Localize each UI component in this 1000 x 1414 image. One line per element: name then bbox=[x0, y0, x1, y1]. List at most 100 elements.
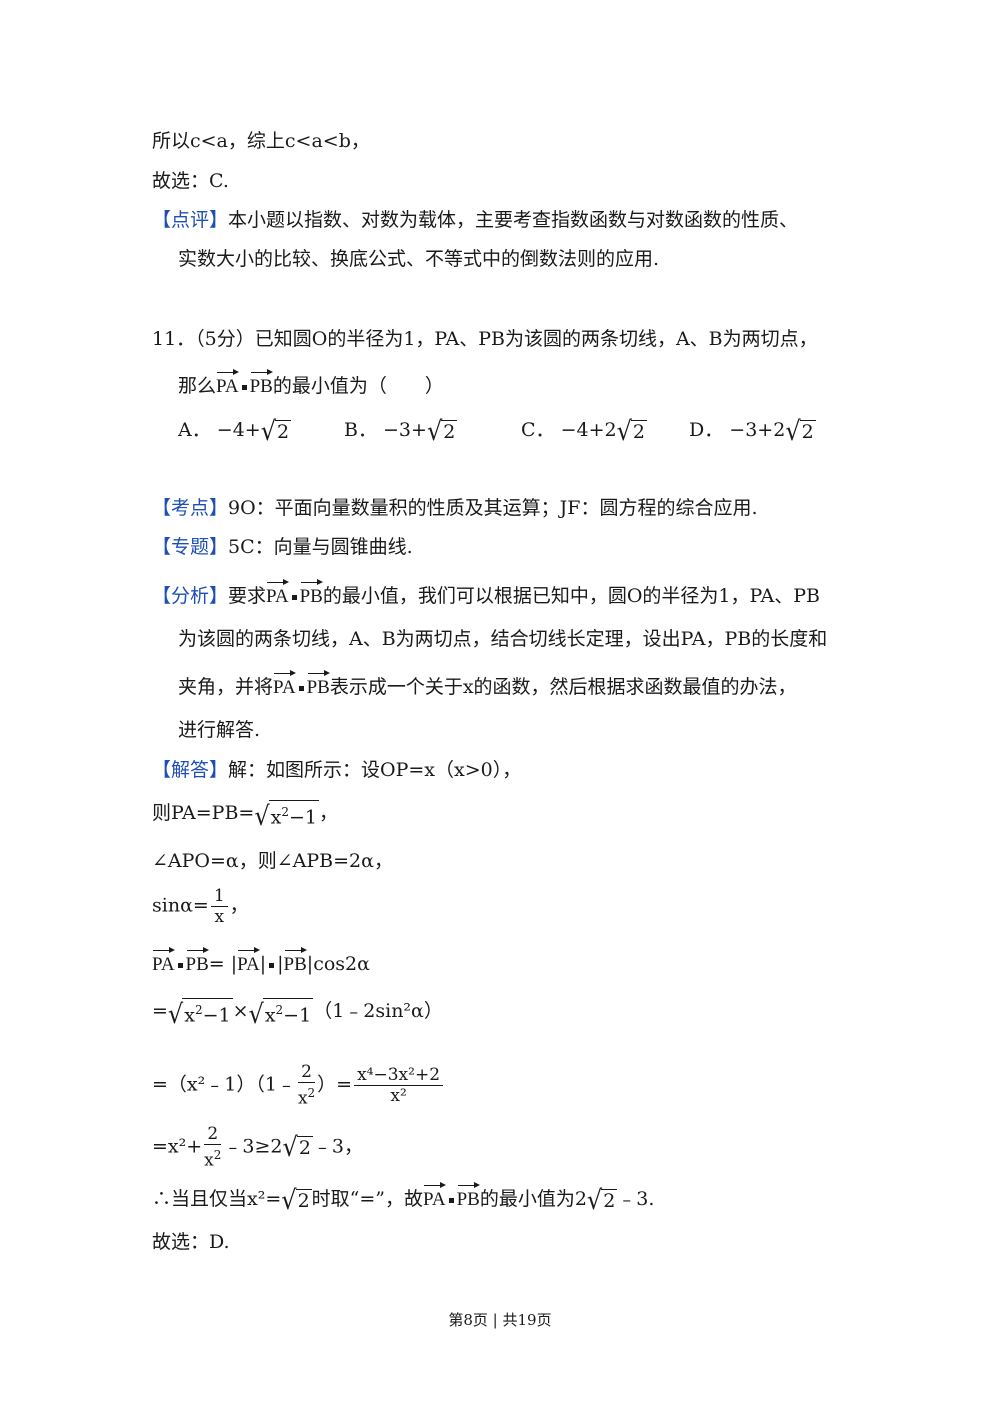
final-answer: 故选：D. bbox=[152, 1231, 230, 1253]
vector-pb: PB bbox=[307, 670, 331, 701]
fenxi-text: 的最小值，我们可以根据已知中，圆O的半径为1，PA、PB bbox=[322, 585, 821, 607]
vector-pa: PA bbox=[216, 369, 239, 400]
radicand: 2 bbox=[601, 1189, 618, 1212]
option-label: D． bbox=[689, 419, 724, 441]
question-head: 11．（5分）已知圆O的半径为1，PA、PB为该圆的两条切线，A、B为两切点， bbox=[152, 328, 818, 350]
vector-pb: PB bbox=[250, 369, 274, 400]
jieda-text: ， bbox=[229, 894, 249, 917]
sqrt-icon: √2 bbox=[785, 415, 816, 447]
numerator: 1 bbox=[210, 886, 228, 907]
sqrt-icon: √2 bbox=[282, 1131, 313, 1163]
option-value: −4+2 bbox=[560, 419, 617, 441]
zhuanti-line: 【专题】5C：向量与圆锥曲线. bbox=[152, 534, 413, 560]
comment-text: 本小题以指数、对数为载体，主要考查指数函数与对数函数的性质、 bbox=[228, 209, 799, 231]
numerator: x⁴−3x²+2 bbox=[354, 1065, 444, 1086]
jieda-text: ， bbox=[319, 802, 339, 825]
comment-tag: 【点评】 bbox=[152, 209, 229, 231]
vector-pb: PB bbox=[300, 579, 324, 610]
stem-text: 那么 bbox=[178, 375, 217, 397]
dot-product-icon bbox=[269, 962, 275, 968]
jieda-text: 解：如图所示：设OP=x（x>0）， bbox=[228, 759, 522, 781]
jieda-text: =（x²﹣1）（1﹣ bbox=[152, 1073, 296, 1096]
radicand: 2 bbox=[275, 420, 292, 443]
jieda-line-3: ∠APO=α，则∠APB=2α， bbox=[152, 850, 393, 872]
sqrt-icon: √x2−1 bbox=[254, 800, 320, 832]
sqrt-icon: √x2−1 bbox=[167, 998, 233, 1030]
vector-pa: PA bbox=[237, 947, 260, 978]
radicand: 2 bbox=[441, 420, 458, 443]
fenxi-line-2: 为该圆的两条切线，A、B为两切点，结合切线长定理，设出PA，PB的长度和 bbox=[178, 628, 828, 650]
denominator: x bbox=[214, 907, 225, 927]
jieda-text: ﹣3， bbox=[312, 1135, 363, 1158]
options-row: A． −4+√2 B． −3+√2 C． −4+2√2 D． −3+2√2 bbox=[178, 417, 878, 447]
radicand: x2−1 bbox=[262, 998, 314, 1026]
vector-pa: PA bbox=[273, 670, 296, 701]
jieda-line-6: =√x2−1×√x2−1（1﹣2sin²α） bbox=[152, 998, 443, 1030]
jieda-text: ﹣3≥2 bbox=[223, 1135, 283, 1158]
option-b: B． −3+√2 bbox=[344, 415, 458, 447]
option-c: C． −4+2√2 bbox=[521, 417, 648, 444]
option-d: D． −3+2√2 bbox=[689, 415, 816, 447]
jieda-text: ）= bbox=[317, 1073, 353, 1096]
jieda-text: × bbox=[232, 1000, 249, 1023]
vector-pb: PB bbox=[186, 947, 210, 978]
sqrt-icon: √2 bbox=[586, 1184, 618, 1216]
option-value: −3+ bbox=[383, 419, 427, 441]
jieda-text: sinα= bbox=[152, 894, 209, 917]
vector-pa: PA bbox=[152, 947, 175, 978]
text-line: 所以c<a，综上c<a<b， bbox=[152, 130, 370, 152]
option-value: −3+2 bbox=[729, 419, 786, 441]
numerator: 2 bbox=[204, 1124, 222, 1145]
jieda-line-2: 则PA=PB=√x2−1， bbox=[152, 800, 339, 832]
sqrt-icon: √2 bbox=[260, 415, 292, 447]
dot-product-icon bbox=[177, 962, 183, 968]
zhuanti-tag: 【专题】 bbox=[152, 536, 229, 558]
jieda-text: （1﹣2sin²α） bbox=[313, 1000, 443, 1023]
fenxi-text: 表示成一个关于x的函数，然后根据求函数最值的办法， bbox=[329, 676, 797, 698]
dot-product-icon bbox=[291, 594, 297, 600]
sqrt-icon: √x2−1 bbox=[248, 998, 314, 1030]
option-label: C． bbox=[521, 419, 555, 441]
comment-line-2: 实数大小的比较、换底公式、不等式中的倒数法则的应用. bbox=[178, 248, 660, 270]
page-footer: 第8页 | 共19页 bbox=[448, 1311, 552, 1329]
radicand: x2−1 bbox=[268, 800, 320, 828]
vector-pb: PB bbox=[284, 947, 308, 978]
option-label: A． bbox=[178, 419, 211, 441]
denominator: x² bbox=[390, 1085, 407, 1106]
stem-text: 的最小值为（ ） bbox=[272, 375, 444, 397]
fenxi-tag: 【分析】 bbox=[152, 585, 229, 607]
denominator: x2 bbox=[204, 1148, 222, 1171]
option-value: −4+ bbox=[216, 419, 261, 441]
kaodian-text: 9O：平面向量数量积的性质及其运算；JF：圆方程的综合应用. bbox=[228, 497, 758, 519]
sqrt-icon: √2 bbox=[426, 415, 458, 447]
radicand: 2 bbox=[296, 1136, 313, 1160]
option-a: A． −4+√2 bbox=[178, 415, 292, 447]
vector-pb: PB bbox=[457, 1182, 481, 1213]
jieda-text: 则PA=PB= bbox=[152, 802, 255, 825]
fenxi-line-4: 进行解答. bbox=[178, 719, 261, 741]
fenxi-text: 要求 bbox=[228, 585, 267, 607]
jieda-text: = bbox=[208, 953, 225, 975]
jieda-tag: 【解答】 bbox=[152, 759, 229, 781]
question-stem: 那么PA PB的最小值为（ ） bbox=[178, 369, 444, 400]
jieda-text: 时取“=”，故 bbox=[311, 1188, 424, 1210]
jieda-text: 的最小值为2 bbox=[479, 1188, 587, 1210]
radicand: 2 bbox=[295, 1189, 312, 1212]
answer-choice: 故选：C. bbox=[152, 170, 229, 192]
sqrt-icon: √2 bbox=[281, 1184, 312, 1216]
dot-product-icon bbox=[241, 384, 247, 390]
fenxi-text: 夹角，并将 bbox=[178, 676, 274, 698]
radicand: 2 bbox=[630, 420, 648, 443]
jieda-text: ﹣3. bbox=[617, 1188, 655, 1210]
jieda-text: = bbox=[152, 1000, 168, 1023]
dot-product-icon bbox=[298, 685, 304, 691]
